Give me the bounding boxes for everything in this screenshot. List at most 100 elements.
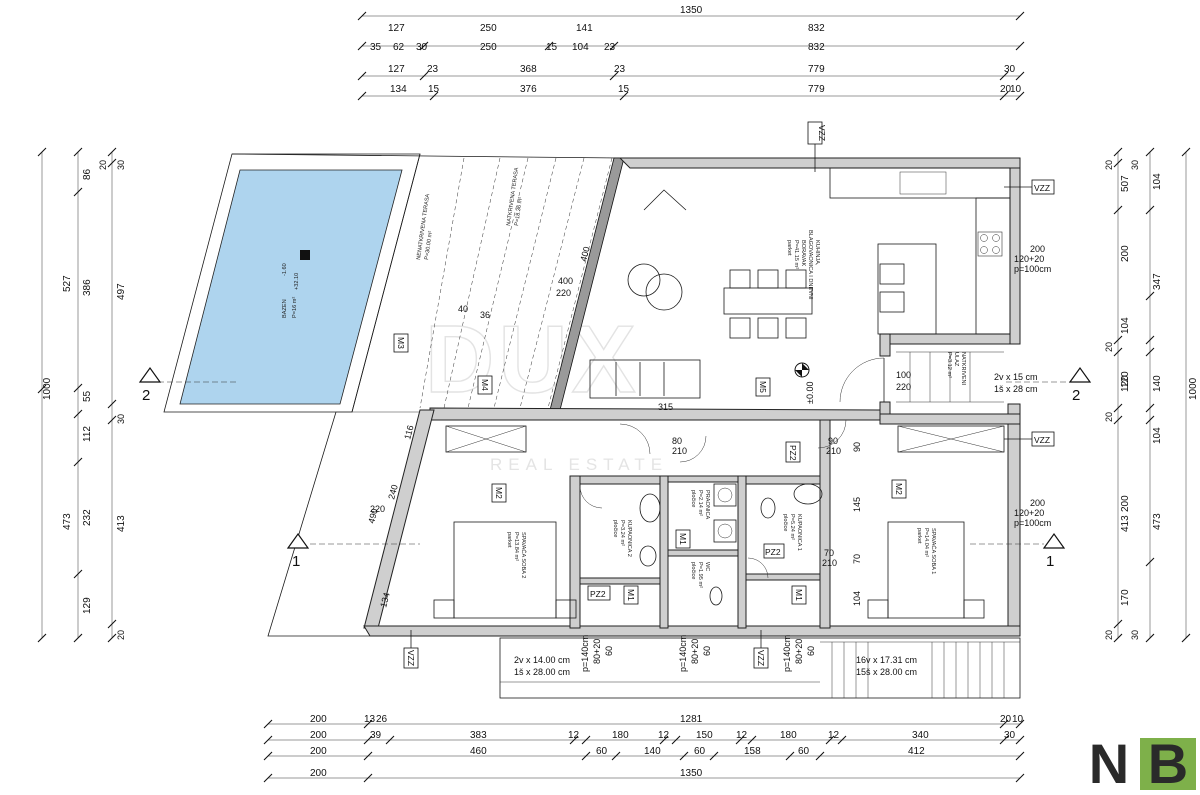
entry-door-swing bbox=[839, 357, 885, 403]
laundry-label: PRAONICA bbox=[704, 490, 710, 519]
dim-right-c3: 413 bbox=[1120, 515, 1131, 532]
cooktop-icon bbox=[977, 231, 1003, 257]
tag-m2: M2 bbox=[894, 483, 904, 495]
dim-bottom-r2: 12 bbox=[736, 730, 748, 741]
tag-m4: M4 bbox=[480, 379, 490, 391]
opening-dim: 90 bbox=[828, 436, 838, 446]
opening-dim: 200 bbox=[1030, 498, 1045, 508]
dim-bottom-r3: 412 bbox=[908, 746, 925, 757]
tag-m1: M1 bbox=[794, 589, 804, 601]
dim-top-r2: 35 bbox=[370, 42, 382, 53]
stairs-front-b: 1š x 28.00 cm bbox=[514, 667, 570, 677]
opening-dim: 120+20 bbox=[1014, 508, 1044, 518]
dim-top-r4: 134 bbox=[390, 84, 407, 95]
tag-pz2: PZ2 bbox=[590, 589, 606, 599]
bedroom2-label: SPAVAĆA SOBA 2 bbox=[520, 532, 527, 578]
dim-right-overall: 1000 bbox=[1188, 377, 1199, 400]
opening-dim: 315 bbox=[658, 402, 673, 412]
dim-top-r3: 30 bbox=[1004, 64, 1016, 75]
bed-bedroom2 bbox=[433, 521, 577, 619]
wardrobes bbox=[445, 425, 1005, 453]
dim-right-c2: 120 bbox=[1120, 371, 1131, 388]
dim-top-r4: 376 bbox=[520, 84, 537, 95]
pool-level-b: +32.10 bbox=[294, 273, 300, 290]
level-mark: ±0.00 bbox=[805, 382, 815, 404]
opening-dim: 60 bbox=[806, 646, 816, 656]
opening-dim: 80 bbox=[672, 436, 682, 446]
bath1-floor: pločice bbox=[782, 514, 788, 531]
bedroom1-area: P=14.04 m² bbox=[923, 528, 929, 557]
toilet-icon bbox=[709, 586, 723, 606]
tag-m3: M3 bbox=[396, 337, 406, 349]
door-swing bbox=[747, 557, 769, 579]
dim-right-c3: 507 bbox=[1120, 175, 1131, 192]
logo-letter-n: N bbox=[1088, 732, 1130, 795]
washbasin-icon bbox=[793, 483, 823, 505]
top-dimension-lines bbox=[357, 11, 1025, 101]
pool-area: P=16 m² bbox=[292, 297, 298, 318]
bed-bedroom1 bbox=[867, 521, 985, 619]
sofa bbox=[589, 359, 701, 399]
opening-dim: 145 bbox=[852, 497, 862, 512]
toilet-icon bbox=[760, 497, 776, 519]
dim-bottom-r1: 20 bbox=[1000, 714, 1012, 725]
opening-dim: 100 bbox=[896, 370, 911, 380]
dim-right-c2: 20 bbox=[1104, 342, 1114, 352]
dim-bottom-r2: 12 bbox=[568, 730, 580, 741]
wc-floor: pločice bbox=[690, 562, 696, 579]
dim-left-c3: 20 bbox=[98, 160, 108, 170]
door-swing bbox=[679, 435, 707, 463]
dim-right-c1: 140 bbox=[1152, 375, 1163, 392]
dim-left-c2: 386 bbox=[82, 279, 93, 296]
opening-dim: 104 bbox=[852, 591, 862, 606]
lawn-outline bbox=[267, 411, 372, 637]
dim-bottom-r1: 26 bbox=[376, 714, 388, 725]
opening-dim: 80+20 bbox=[690, 639, 700, 664]
pool-label: BAZEN bbox=[282, 299, 288, 318]
front-stairs bbox=[499, 637, 1021, 699]
watermark-tagline: REAL ESTATE bbox=[490, 455, 668, 474]
dim-left-c2: 112 bbox=[82, 426, 93, 442]
bottom-dimension-lines bbox=[263, 719, 1025, 783]
dim-top-overall: 1350 bbox=[680, 5, 703, 16]
covered-entry-area: P=3.12 m² bbox=[946, 352, 952, 378]
tag-vzz: VZZ bbox=[817, 125, 827, 141]
tag-vzz: VZZ bbox=[1034, 435, 1050, 445]
dim-bottom-r3: 200 bbox=[310, 746, 327, 757]
dim-left-c2: 55 bbox=[82, 390, 93, 402]
door-swing bbox=[579, 485, 603, 509]
laundry-area: P=2.14 m² bbox=[697, 490, 703, 516]
dim-right-c1: 104 bbox=[1152, 173, 1163, 190]
kitchen-area: P=41.15 m² bbox=[793, 240, 799, 269]
dim-left-c3: 30 bbox=[116, 414, 126, 424]
opening-dim: 80+20 bbox=[794, 639, 804, 664]
sink-icon bbox=[899, 171, 947, 195]
kitchen-label: BLAGOVAONICA I DNEVNI bbox=[807, 230, 813, 300]
tag-vzz: VZZ bbox=[1034, 183, 1050, 193]
bath1-area: P=5.24 m² bbox=[789, 514, 795, 540]
stairs-front-a: 2v x 14.00 cm bbox=[514, 655, 570, 665]
dim-left-c2: 129 bbox=[82, 597, 93, 614]
dim-bottom-r1: 10 bbox=[1012, 714, 1024, 725]
dim-right-c1: 347 bbox=[1152, 273, 1163, 290]
terrace-dim: 400 bbox=[558, 276, 573, 286]
section-mark-2-right: 2 bbox=[1072, 387, 1080, 404]
opening-dim: 70 bbox=[852, 554, 862, 564]
opening-dim: 210 bbox=[826, 446, 841, 456]
dim-bottom-r3: 140 bbox=[644, 746, 661, 757]
terrace-dim: 40 bbox=[458, 304, 468, 314]
wc-area: P=1.95 m² bbox=[697, 562, 703, 588]
dim-left-c2: 86 bbox=[82, 168, 93, 180]
door-swing bbox=[619, 423, 651, 455]
dim-bottom-r2: 30 bbox=[1004, 730, 1016, 741]
dining-table bbox=[723, 269, 813, 339]
dim-top-r1: 127 bbox=[388, 23, 405, 34]
opening-dim: 120+20 bbox=[1014, 254, 1044, 264]
kitchen-label: BORAVAK bbox=[800, 240, 806, 266]
dim-top-r4: 15 bbox=[618, 84, 630, 95]
pool-level-a: -1.60 bbox=[282, 263, 288, 276]
kitchen-floor: parket bbox=[786, 240, 792, 256]
kitchen-counters bbox=[829, 167, 1011, 335]
dim-top-r3: 779 bbox=[808, 64, 825, 75]
